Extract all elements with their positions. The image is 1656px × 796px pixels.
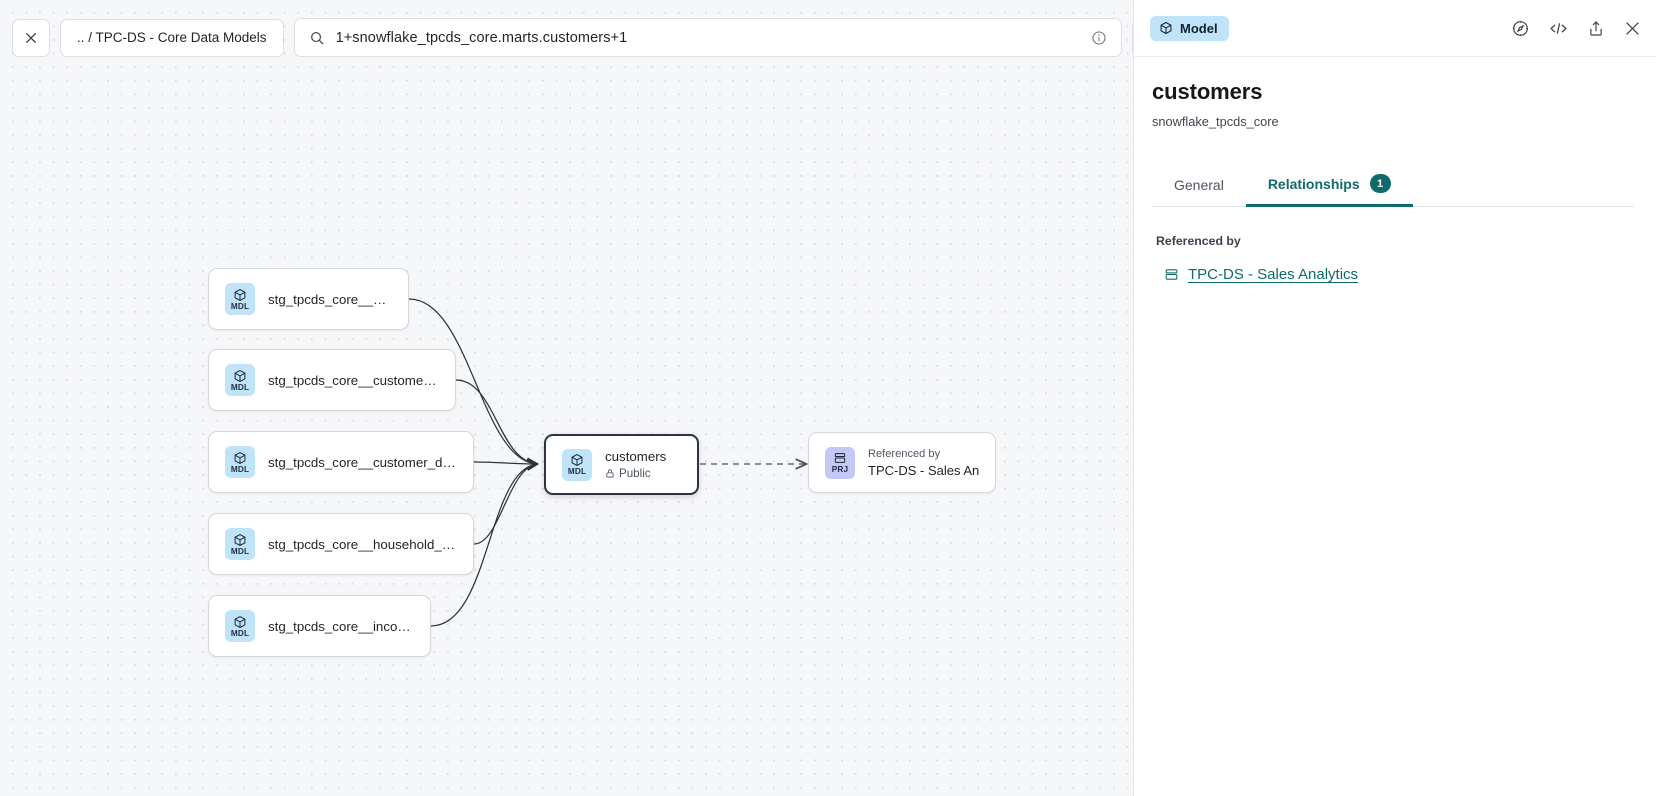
model-badge: MDL <box>225 610 255 642</box>
badge-label: MDL <box>230 464 250 474</box>
list-item[interactable]: TPC-DS - Sales Analytics <box>1164 266 1634 283</box>
panel-body: customers snowflake_tpcds_core General R… <box>1134 57 1656 283</box>
breadcrumb[interactable]: .. / TPC-DS - Core Data Models <box>60 18 284 57</box>
node-visibility: Public <box>605 467 666 480</box>
node-title: customers <box>605 449 667 464</box>
page-title: customers <box>1152 79 1263 104</box>
lineage-node-focused[interactable]: MDL customers Public <box>544 434 699 495</box>
cube-icon <box>234 369 246 382</box>
node-title: stg_tpcds_core__income_band <box>268 618 414 634</box>
badge-label: MDL <box>567 467 587 476</box>
close-icon <box>25 32 37 43</box>
chip-label: Model <box>1180 20 1218 36</box>
badge-label: MDL <box>230 546 250 556</box>
badge-label: MDL <box>230 628 250 638</box>
explore-icon[interactable] <box>1511 19 1530 38</box>
model-badge: MDL <box>225 283 255 315</box>
code-icon[interactable] <box>1548 19 1569 38</box>
lineage-node[interactable]: MDL stg_tpcds_core__customer_address <box>208 349 456 411</box>
search-input[interactable] <box>335 29 1080 46</box>
node-text: stg_tpcds_core__customer_demogra… <box>268 455 457 470</box>
tab-relationships[interactable]: Relationships 1 <box>1245 164 1413 207</box>
section-label: Referenced by <box>1156 234 1241 248</box>
node-text: stg_tpcds_core__customer_address <box>268 373 439 388</box>
node-text: customers Public <box>605 449 666 480</box>
visibility-label: Public <box>619 467 651 480</box>
tab-general[interactable]: General <box>1152 167 1246 207</box>
tab-label: Relationships <box>1267 175 1360 192</box>
panel-header: Model <box>1134 0 1656 57</box>
refresh-button[interactable] <box>1131 18 1133 57</box>
badge-label: MDL <box>230 301 250 311</box>
model-badge: MDL <box>225 528 255 560</box>
node-title: stg_tpcds_core__customer_address <box>268 372 439 388</box>
lineage-canvas[interactable]: MDL stg_tpcds_core__customer MDL stg_tpc… <box>0 0 1133 796</box>
info-circle-icon[interactable] <box>1091 30 1107 46</box>
lineage-node[interactable]: MDL stg_tpcds_core__income_band <box>208 595 431 657</box>
reference-link[interactable]: TPC-DS - Sales Analytics <box>1188 266 1359 283</box>
details-panel: Model <box>1133 0 1656 796</box>
node-title: stg_tpcds_core__customer_demogra… <box>268 454 457 470</box>
badge-label: PRJ <box>831 465 849 474</box>
lineage-edges <box>408 298 1133 627</box>
node-text: Referenced by TPC-DS - Sales Analytics <box>868 448 979 478</box>
node-text: stg_tpcds_core__household_demogr… <box>268 537 457 552</box>
node-title: TPC-DS - Sales Analytics <box>868 462 979 478</box>
tab-label: General <box>1174 177 1224 193</box>
project-icon <box>1165 269 1178 280</box>
cube-icon <box>234 533 246 546</box>
lineage-node[interactable]: MDL stg_tpcds_core__customer_demogra… <box>208 431 474 493</box>
share-icon[interactable] <box>1587 19 1605 38</box>
lineage-node[interactable]: MDL stg_tpcds_core__household_demogr… <box>208 513 474 575</box>
model-badge: MDL <box>225 364 255 396</box>
model-badge: MDL <box>225 446 255 478</box>
cube-icon <box>234 615 246 628</box>
project-icon <box>834 453 846 463</box>
node-title: stg_tpcds_core__household_demogr… <box>268 536 457 552</box>
lineage-toolbar: .. / TPC-DS - Core Data Models <box>12 18 1133 57</box>
close-lineage-button[interactable] <box>12 18 50 57</box>
lineage-node[interactable]: MDL stg_tpcds_core__customer <box>208 268 409 330</box>
lock-icon <box>606 469 614 478</box>
node-text: stg_tpcds_core__income_band <box>268 619 414 634</box>
search-bar[interactable] <box>293 18 1122 57</box>
cube-icon <box>1160 21 1172 35</box>
panel-actions <box>1511 19 1642 38</box>
node-title: stg_tpcds_core__customer <box>268 291 392 307</box>
model-badge: MDL <box>562 448 592 481</box>
panel-subtitle: snowflake_tpcds_core <box>1152 114 1279 129</box>
entity-type-chip[interactable]: Model <box>1150 15 1229 41</box>
node-kicker: Referenced by <box>868 447 941 460</box>
close-icon[interactable] <box>1623 19 1642 38</box>
cube-icon <box>571 453 583 467</box>
panel-tabs: General Relationships 1 <box>1152 164 1634 207</box>
project-badge: PRJ <box>825 446 855 479</box>
search-icon <box>310 31 324 44</box>
tab-count-badge: 1 <box>1369 174 1391 193</box>
cube-icon <box>234 288 246 301</box>
cube-icon <box>234 451 246 464</box>
lineage-node-project[interactable]: PRJ Referenced by TPC-DS - Sales Analyti… <box>808 432 996 493</box>
node-text: stg_tpcds_core__customer <box>268 292 392 307</box>
badge-label: MDL <box>230 382 250 392</box>
